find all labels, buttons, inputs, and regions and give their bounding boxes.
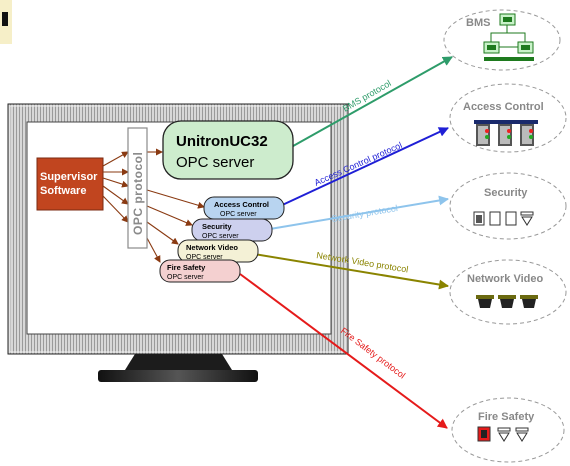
video-server-name: Network Video (186, 243, 238, 252)
fire-protocol-arrow (239, 273, 448, 429)
security-device-icon (473, 211, 534, 226)
unitron-title: UnitronUC32 (176, 133, 268, 150)
bms-device-icon (483, 13, 534, 61)
security-server-sub: OPC server (202, 233, 239, 240)
fire-cloud-label: Fire Safety (478, 411, 535, 423)
network-video-server: Network Video OPC server (177, 239, 259, 263)
bms-cloud-label: BMS (466, 17, 490, 29)
monitor-stand (125, 354, 232, 370)
supervisor-label-2: Software (40, 185, 86, 197)
access-server-name: Access Control (214, 200, 269, 209)
security-cloud-label: Security (484, 187, 528, 199)
supervisor-label-1: Supervisor (40, 171, 98, 183)
protocol-arrows (239, 56, 453, 429)
access-control-device-icon (474, 120, 538, 146)
fire-safety-server: Fire Safety OPC server (159, 259, 241, 283)
access-control-cloud: Access Control (449, 83, 567, 153)
fire-server-sub: OPC server (167, 274, 204, 281)
corner-decoration (0, 0, 12, 44)
access-control-server: Access Control OPC server (203, 196, 285, 220)
video-protocol-arrow (253, 253, 449, 290)
security-protocol-arrow (269, 195, 449, 230)
monitor-base (98, 370, 258, 382)
opc-protocol-label: OPC protocol (131, 152, 145, 235)
video-server-sub: OPC server (186, 254, 223, 261)
bms-protocol-arrow (285, 56, 453, 151)
bms-protocol-label: BMS protocol (341, 78, 393, 114)
access-cloud-label: Access Control (463, 101, 544, 113)
unitron-subtitle: OPC server (176, 154, 254, 171)
fire-safety-cloud: Fire Safety (451, 397, 565, 463)
video-cloud-label: Network Video (467, 273, 543, 285)
network-video-cloud: Network Video (449, 259, 567, 325)
fire-server-name: Fire Safety (167, 263, 206, 272)
opc-connectors (102, 148, 205, 263)
opc-protocol-column (127, 127, 148, 249)
security-cloud: Security (449, 172, 567, 240)
security-server-name: Security (202, 222, 232, 231)
access-protocol-arrow (277, 127, 449, 208)
supervisor-box (36, 157, 104, 211)
access-server-sub: OPC server (220, 211, 257, 218)
unitron-server (162, 120, 294, 180)
camera-icon (476, 295, 538, 308)
fire-device-icon (477, 426, 529, 442)
bms-cloud: BMS (443, 9, 561, 71)
security-server: Security OPC server (191, 218, 273, 242)
